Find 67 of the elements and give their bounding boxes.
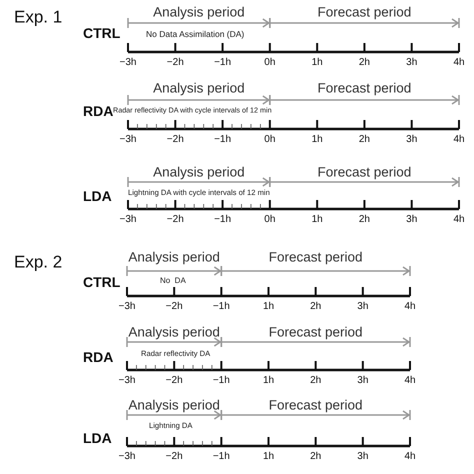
period-label: Analysis period: [128, 250, 220, 264]
tick-label: −1h: [212, 452, 230, 462]
row-label: RDA: [83, 350, 114, 364]
tick-label: −1h: [214, 135, 232, 145]
tick-label: 2h: [358, 58, 370, 68]
period-label: Analysis period: [153, 81, 245, 95]
period-label: Forecast period: [268, 250, 363, 264]
tick-label: −1h: [214, 215, 232, 225]
tick-label: 3h: [357, 452, 368, 462]
tick-label: 3h: [357, 302, 368, 312]
period-label: Forecast period: [318, 5, 412, 19]
row-label: LDA: [83, 431, 112, 445]
tick-label: −3h: [120, 135, 136, 145]
tick-label: 4h: [453, 215, 465, 225]
period-label: Forecast period: [318, 165, 412, 179]
tick-label: −1h: [214, 58, 232, 68]
tick-label: −2h: [166, 58, 184, 68]
period-label: Forecast period: [318, 81, 412, 95]
tick-label: 3h: [406, 58, 418, 68]
tick-label: 3h: [357, 376, 368, 386]
period-label: Analysis period: [153, 5, 245, 19]
tick-label: 2h: [358, 215, 370, 225]
tick-label: 1h: [312, 135, 323, 145]
tick-label: −2h: [166, 135, 184, 145]
experiment-label: Exp. 2: [14, 254, 62, 270]
row-label: RDA: [83, 104, 114, 118]
row-label: LDA: [83, 189, 112, 203]
tick-label: 1h: [312, 58, 323, 68]
note-text: No Data Assimilation (DA): [146, 30, 244, 38]
tick-label: −1h: [212, 302, 230, 312]
tick-label: 4h: [404, 452, 416, 462]
tick-label: −2h: [166, 452, 183, 462]
tick-label: 2h: [310, 302, 322, 312]
tick-label: −3h: [120, 215, 136, 225]
tick-label: −3h: [118, 302, 136, 312]
tick-label: 1h: [262, 452, 274, 462]
note-text: No DA: [160, 277, 186, 285]
tick-label: 1h: [312, 215, 323, 225]
tick-label: 4h: [453, 135, 465, 145]
tick-label: −1h: [212, 376, 230, 386]
period-label: Forecast period: [268, 325, 363, 339]
tick-label: 4h: [404, 302, 416, 312]
row-label: CTRL: [83, 275, 120, 289]
period-label: Analysis period: [153, 165, 245, 179]
period-label: Forecast period: [268, 398, 363, 412]
experiment-label: Exp. 1: [14, 8, 62, 26]
tick-label: 2h: [310, 376, 322, 386]
tick-label: 2h: [310, 452, 322, 462]
tick-label: −2h: [166, 376, 183, 386]
tick-label: 4h: [404, 376, 416, 386]
tick-label: 3h: [406, 135, 418, 145]
period-label: Analysis period: [128, 325, 220, 339]
tick-label: 0h: [264, 58, 276, 68]
tick-label: 0h: [264, 135, 276, 145]
period-label: Analysis period: [128, 398, 220, 412]
tick-label: −3h: [120, 58, 136, 68]
tick-label: 0h: [264, 215, 276, 225]
tick-label: −2h: [166, 215, 184, 225]
row-label: CTRL: [83, 26, 120, 40]
tick-label: 1h: [262, 376, 274, 386]
tick-label: 2h: [358, 135, 370, 145]
tick-label: −3h: [118, 452, 136, 462]
tick-label: −3h: [118, 376, 136, 386]
tick-label: 4h: [453, 58, 465, 68]
tick-label: −2h: [166, 302, 183, 312]
tick-label: 3h: [406, 215, 418, 225]
tick-label: 1h: [262, 302, 274, 312]
